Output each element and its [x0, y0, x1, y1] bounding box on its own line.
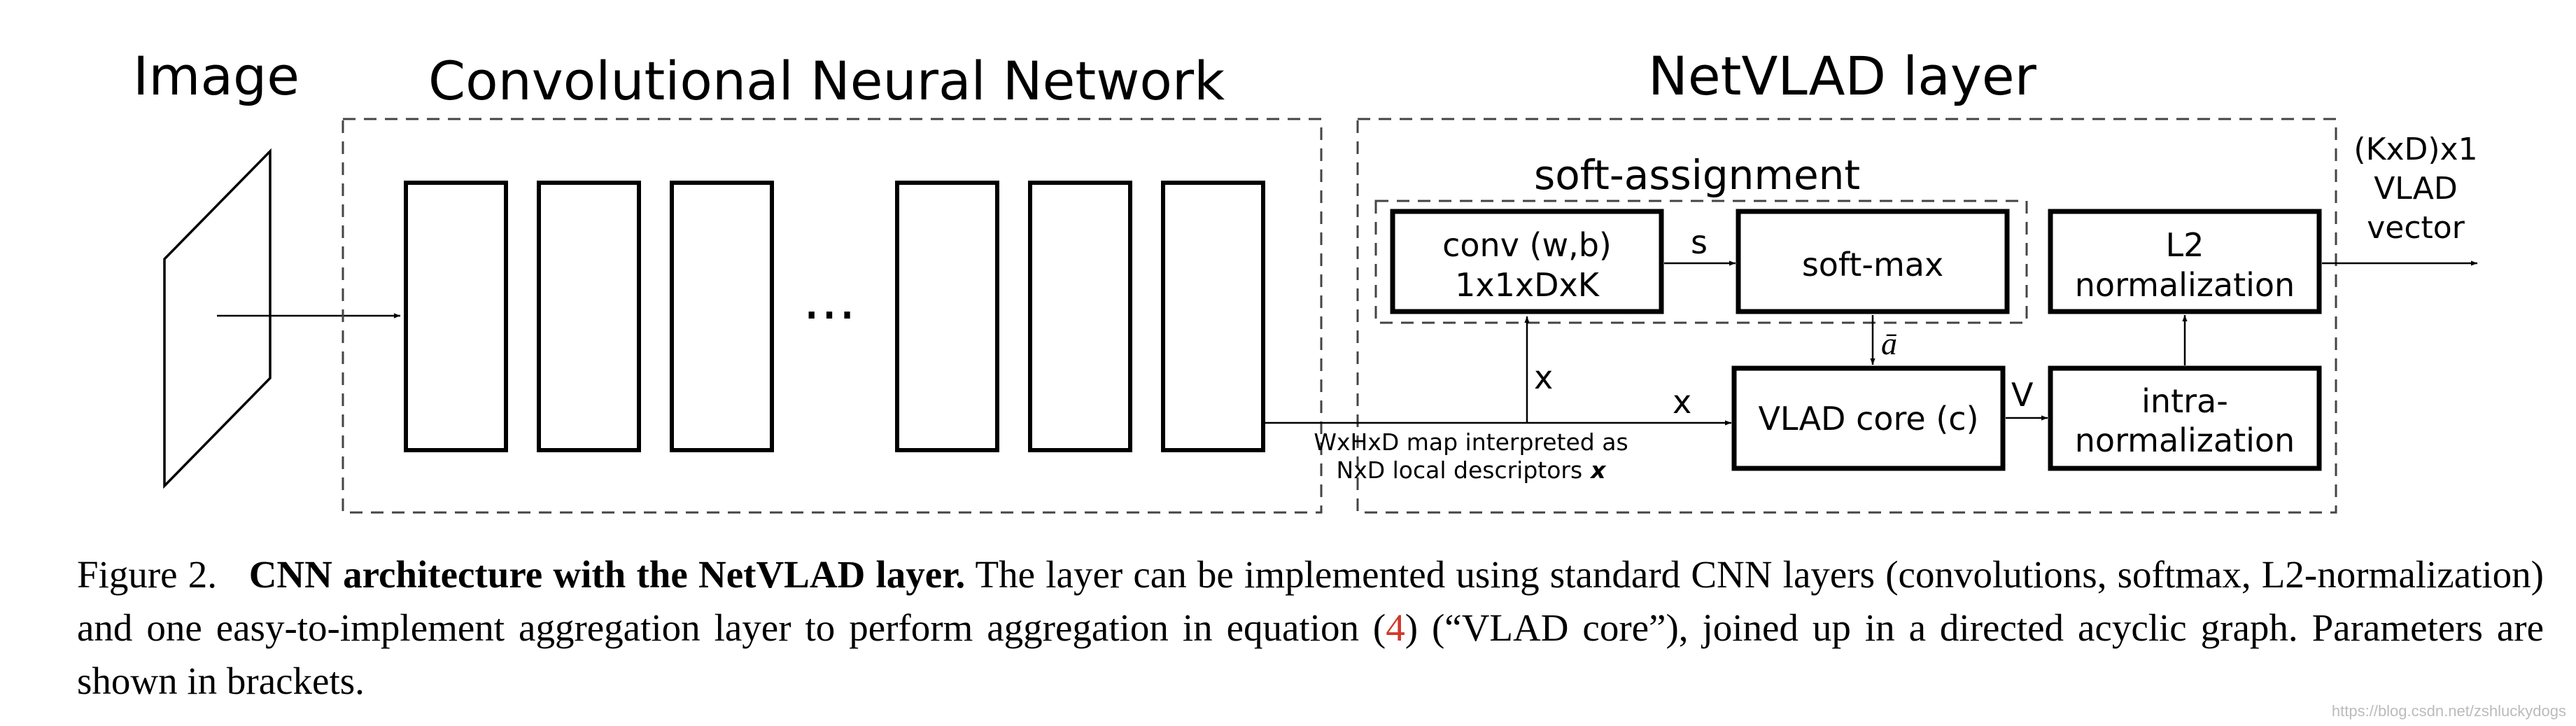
output-label-line2: VLAD	[2374, 171, 2458, 207]
map-note-var: x	[1589, 456, 1607, 484]
cnn-layer-3	[670, 181, 774, 452]
watermark: https://blog.csdn.net/zshluckydogs	[2331, 702, 2566, 720]
equation-reference-link[interactable]: 4	[1386, 606, 1405, 649]
output-label-line1: (KxD)x1	[2353, 132, 2477, 167]
cnn-layer-4	[895, 181, 999, 452]
cnn-layer-1	[404, 181, 508, 452]
vlad-core-label: VLAD core (c)	[1758, 400, 1978, 438]
intra-label-line1: intra-	[2141, 382, 2228, 420]
cnn-layer-5	[1028, 181, 1132, 452]
output-label-line3: vector	[2367, 210, 2465, 246]
soft-assignment-label: soft-assignment	[1534, 151, 1860, 199]
netvlad-architecture-diagram: Image Convolutional Neural Network NetVL…	[133, 45, 2478, 514]
x-edge-label-up: x	[1534, 358, 1553, 396]
figure-label: Figure 2.	[77, 553, 218, 596]
map-note-text: NxD local descriptors	[1337, 456, 1583, 484]
l2-label-line1: L2	[2166, 226, 2204, 264]
cnn-layer-6	[1161, 181, 1265, 452]
image-title: Image	[133, 45, 300, 107]
cnn-ellipsis: ...	[803, 267, 856, 332]
vlad-core-block	[1731, 365, 2006, 471]
l2-label-line2: normalization	[2075, 266, 2295, 304]
v-edge-label: V	[2011, 376, 2034, 414]
caption-text-1: The layer can be implemented using stand…	[77, 553, 2544, 649]
conv-label-line2: 1x1xDxK	[1455, 266, 1600, 304]
figure-caption: Figure 2. CNN architecture with the NetV…	[77, 548, 2544, 708]
conv-label-line1: conv (w,b)	[1442, 226, 1612, 264]
l2-normalization-block	[2048, 209, 2322, 314]
x-edge-label-right: x	[1673, 383, 1691, 421]
s-edge-label: s	[1691, 223, 1708, 261]
netvlad-container	[1356, 118, 2337, 514]
intra-label-line2: normalization	[2075, 421, 2295, 459]
netvlad-title: NetVLAD layer	[1648, 45, 2037, 107]
caption-title: CNN architecture with the NetVLAD layer.	[248, 553, 966, 596]
input-image-shape	[163, 148, 272, 489]
cnn-layer-2	[537, 181, 641, 452]
intra-normalization-block	[2048, 365, 2322, 471]
conv-block	[1390, 209, 1664, 314]
map-note-line1: WxHxD map interpreted as	[1314, 428, 1628, 456]
softmax-block	[1736, 209, 2010, 314]
a-bar-edge-label: ā	[1881, 326, 1897, 361]
caption-text-2: ) (“VLAD core”), joined up in a directed…	[77, 606, 2544, 702]
cnn-title: Convolutional Neural Network	[428, 50, 1225, 112]
cnn-container	[342, 118, 1323, 514]
soft-assignment-container	[1374, 200, 2028, 324]
softmax-label: soft-max	[1802, 246, 1943, 284]
